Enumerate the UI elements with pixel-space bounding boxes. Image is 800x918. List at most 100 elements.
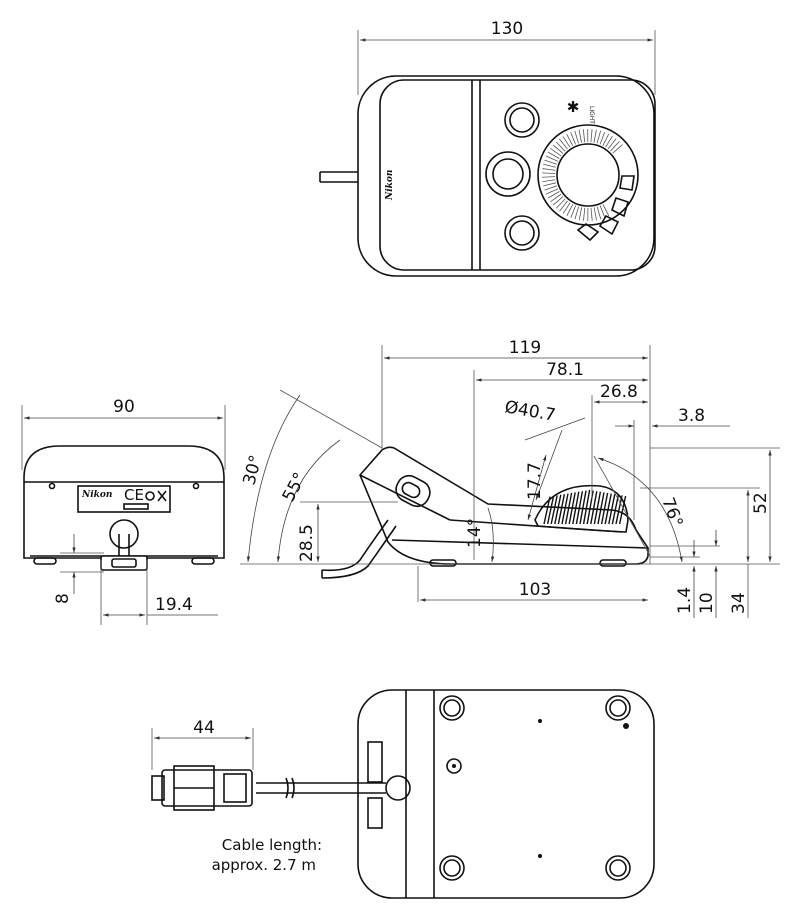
rubber-foot-icon <box>439 695 465 721</box>
dial-knurl-mark <box>602 204 610 217</box>
screw-icon <box>192 482 200 490</box>
angle-ray <box>279 389 383 449</box>
dim-label-103: 103 <box>519 580 551 600</box>
dial-knurl-mark <box>607 138 617 150</box>
lower-button-inner <box>509 220 535 246</box>
angle-label-14: 14° <box>465 518 485 548</box>
dial-knob-icon <box>556 143 620 207</box>
brand-logo-top: Nikon <box>385 170 395 201</box>
level-indicator <box>611 196 629 218</box>
cable-note-line1: Cable length: <box>222 836 322 854</box>
dim-label-78-1: 78.1 <box>546 360 584 380</box>
cable-break <box>291 777 295 799</box>
dial-knurl-mark <box>578 129 582 143</box>
dial-knurl-mark <box>566 204 574 217</box>
brand-logo-front: Nikon <box>81 490 112 500</box>
dial-knurl-mark <box>552 144 564 154</box>
dim-label-10: 10 <box>697 592 717 614</box>
foot-side <box>599 559 627 567</box>
connector-socket <box>111 558 137 568</box>
knurl-ridge <box>557 494 566 525</box>
dial-knurl-mark <box>610 141 620 152</box>
rubber-foot-inner <box>609 859 627 877</box>
dim-label-119: 119 <box>509 338 541 358</box>
bottom-view: 44 Cable length: approx. 2.7 m <box>151 689 655 899</box>
upper-button-icon <box>504 102 540 138</box>
rubber-foot-icon <box>439 855 465 881</box>
light-icon: ✱ <box>567 98 580 116</box>
center-button-icon <box>485 151 531 197</box>
dial-knurl-mark <box>570 205 577 218</box>
rubber-foot-inner <box>443 699 461 717</box>
dial-knurl-mark <box>542 179 556 182</box>
angle-arc-76 <box>597 457 683 563</box>
dial-knurl-mark <box>562 202 571 214</box>
dim-label-130: 130 <box>491 19 523 39</box>
rubber-foot-inner <box>609 699 627 717</box>
level-indicator <box>619 175 635 191</box>
knurl-ridge <box>550 495 558 525</box>
screw-icon <box>538 719 542 723</box>
screw-icon <box>48 482 56 490</box>
dial-knurl-mark <box>545 155 559 162</box>
dial-knurl-mark <box>578 207 583 221</box>
dial-knurl-mark <box>605 135 613 148</box>
top-view: 130 Nikon ✱ LIGHT <box>319 19 656 277</box>
panel-label: LIGHT <box>588 106 595 124</box>
dial-knurl-mark <box>590 207 593 221</box>
dial-knurl-mark <box>559 200 568 212</box>
knurl-ridge <box>561 493 569 525</box>
device-body-top <box>357 75 655 277</box>
foot-right <box>191 557 215 565</box>
label-box <box>123 503 149 510</box>
dial-knurl-mark <box>547 151 560 159</box>
side-view: 119 78.1 26.8 3.8 Ø40.7 17.7 28.5 30° 55… <box>240 338 780 618</box>
screw-center <box>452 764 456 768</box>
dial-knurl-mark <box>543 163 557 168</box>
dial-knurl-mark <box>566 134 574 146</box>
angle-arc-55 <box>276 439 341 563</box>
screw-icon <box>538 854 542 858</box>
dial-knurl-mark <box>599 132 606 145</box>
toggle-knob <box>401 481 421 499</box>
cable-side <box>321 519 389 572</box>
label-strip <box>367 741 383 783</box>
dial-knurl-mark <box>542 168 556 171</box>
device-body-front <box>23 445 225 559</box>
dial-knurl-mark <box>562 136 571 148</box>
dim-label-19-4: 19.4 <box>155 595 193 615</box>
connector-strain <box>223 773 247 803</box>
label-strip <box>367 797 383 829</box>
center-button-inner <box>492 158 524 190</box>
dial-knurl-mark <box>583 207 586 221</box>
angle-arc-30 <box>246 394 301 563</box>
knurl-ridge <box>546 495 555 525</box>
dial-knurl-mark <box>570 132 576 145</box>
dial-knurl-mark <box>574 206 580 220</box>
mark-icon <box>145 491 155 501</box>
dim-label-3-8: 3.8 <box>678 406 705 426</box>
foot-side <box>429 559 457 567</box>
knurl-ridge <box>582 489 591 525</box>
dim-label-8: 8 <box>53 593 73 604</box>
knurl-ridge <box>568 492 576 525</box>
dial-knurl-mark <box>593 129 597 143</box>
rubber-foot-icon <box>605 855 631 881</box>
connector-tip <box>151 775 165 801</box>
side-base-line <box>391 539 649 549</box>
angle-label-30: 30° <box>240 453 267 487</box>
dial-knurl-mark <box>555 198 566 209</box>
dial-knurl-mark <box>582 129 586 143</box>
knurl-ridge <box>554 494 562 525</box>
dim-label-44: 44 <box>193 718 215 738</box>
cable-note-line2: approx. 2.7 m <box>212 856 316 874</box>
screw-icon <box>446 758 462 774</box>
angle-label-76: 76° <box>657 495 686 530</box>
dial-knurl-mark <box>596 206 602 220</box>
knurl-ridge <box>590 491 598 525</box>
foot-left <box>33 557 57 565</box>
dial-knurl-mark <box>599 205 606 218</box>
knurl-ridge <box>575 491 584 525</box>
